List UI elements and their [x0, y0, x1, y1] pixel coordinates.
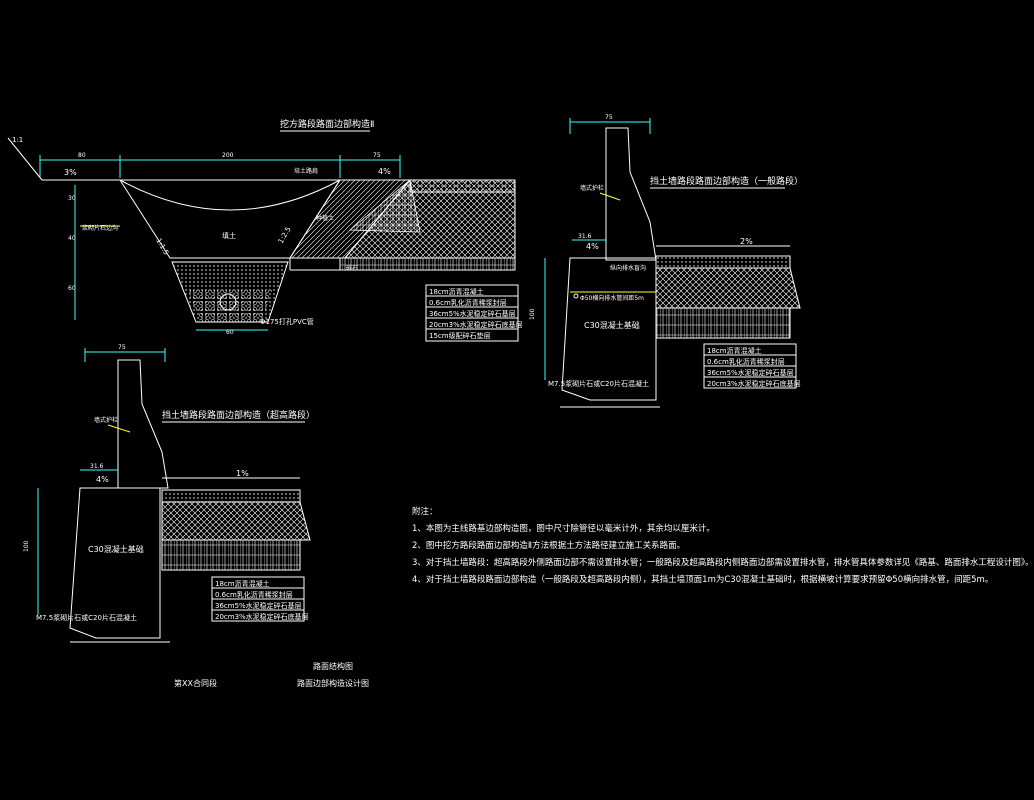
notes-item-3: 3、对于挡土墙路段：超高路段外侧路面边部不需设置排水管；一般路段及超高路段内侧路… — [412, 558, 1034, 568]
section3-layer-3: 36cm5%水泥稳定碎石基层 — [215, 601, 302, 610]
section3-layer-2: 0.6cm乳化沥青稀浆封层 — [215, 590, 293, 599]
section2-slope-4pct: 4% — [586, 242, 599, 251]
section1-layer-2: 0.6cm乳化沥青稀浆封层 — [429, 298, 507, 307]
section2-title: 挡土墙路段路面边部构造（一般路段） — [650, 175, 803, 187]
section1-slope-3pct: 3% — [64, 168, 77, 177]
section2-dim-100: 100 — [529, 308, 536, 320]
notes-item-2: 2、图中挖方路段路面边部构造Ⅱ方法根据土方法路径建立施工关系路面。 — [412, 541, 686, 551]
footer-title1: 路面结构图 — [313, 661, 353, 671]
section3-layer-table: 18cm沥青混凝土 0.6cm乳化沥青稀浆封层 36cm5%水泥稳定碎石基层 2… — [211, 576, 309, 622]
section1-cut-road: 挖方路段路面边部构造Ⅱ 80 200 75 1:1 3% 60 Φ175打孔PV… — [7, 118, 523, 342]
section1-sub-label: 碎石 — [346, 264, 358, 272]
section2-layer-1: 18cm沥青混凝土 — [707, 346, 762, 355]
section1-ratio-1: 1:1.5 — [154, 237, 170, 257]
section2-masonry-label: M7.5浆砌片石或C20片石混凝土 — [548, 379, 649, 388]
section1-shoulder-label: 培土路肩 — [294, 167, 318, 175]
section1-dim-80: 80 — [78, 152, 86, 159]
section2-base-label: C30混凝土基础 — [584, 320, 640, 330]
section2-dim-31: 31.6 — [578, 233, 592, 240]
section2-layer-table: 18cm沥青混凝土 0.6cm乳化沥青稀浆封层 36cm5%水泥稳定碎石基层 2… — [703, 343, 801, 389]
section1-side-60: 60 — [68, 285, 76, 292]
section1-title: 挖方路段路面边部构造Ⅱ — [280, 118, 374, 130]
notes-heading: 附注： — [412, 507, 438, 517]
notes-item-1: 1、本图为主线路基边部构造图，图中尺寸除管径以毫米计外，其余均以厘米计。 — [412, 524, 715, 534]
section1-layer-table: 18cm沥青混凝土 0.6cm乳化沥青稀浆封层 36cm5%水泥稳定碎石基层 2… — [425, 284, 523, 342]
section3-slope-4pct: 4% — [96, 475, 109, 484]
footer-contract: 第XX合同段 — [174, 678, 217, 688]
section3-slope-1pct: 1% — [236, 469, 249, 478]
drawing-canvas: 挖方路段路面边部构造Ⅱ 80 200 75 1:1 3% 60 Φ175打孔PV… — [7, 114, 1034, 688]
section2-pipe-label: Φ50横向排水管间距5m — [580, 294, 644, 302]
section2-slope-2pct: 2% — [740, 237, 753, 246]
section2-layer-2: 0.6cm乳化沥青稀浆封层 — [707, 357, 785, 366]
footer-title2: 路面边部构造设计图 — [297, 678, 369, 688]
section3-title: 挡土墙路段路面边部构造（超高路段） — [162, 409, 315, 421]
section1-layer-4: 20cm3%水泥稳定碎石底基层 — [429, 320, 523, 329]
notes-block: 附注： 1、本图为主线路基边部构造图，图中尺寸除管径以毫米计外，其余均以厘米计。… — [412, 504, 1034, 589]
section1-layer-3: 36cm5%水泥稳定碎石基层 — [429, 309, 516, 318]
section2-drain-label: 纵向排水盲沟 — [610, 264, 646, 272]
notes-item-4: 4、对于挡土墙路段路面边部构造（一般路段及超高路段内侧），其挡土墙顶面1m为C3… — [412, 575, 994, 585]
section1-side-40: 40 — [68, 235, 76, 242]
section3-barrier-label: 墙式护栏 — [94, 416, 118, 424]
section1-dim-60: 60 — [226, 329, 234, 336]
section1-ratio-2: 1:2.5 — [277, 225, 293, 245]
footer: 第XX合同段 路面结构图 路面边部构造设计图 — [174, 661, 369, 688]
section3-layer-1: 18cm沥青混凝土 — [215, 579, 270, 588]
section1-layer-5: 15cm级配碎石垫层 — [429, 331, 491, 340]
cad-drawing: 挖方路段路面边部构造Ⅱ 80 200 75 1:1 3% 60 Φ175打孔PV… — [7, 114, 803, 688]
section3-masonry-label: M7.5浆砌片石或C20片石混凝土 — [36, 613, 137, 622]
section1-ratio-1-1: 1:1 — [12, 136, 23, 144]
section1-fill-label: 填土 — [222, 231, 236, 240]
section3-base-label: C30混凝土基础 — [88, 544, 144, 554]
section2-wall-general: 75 挡土墙路段路面边部构造（一般路段） 墙式护栏 31.6 4% 100 C3… — [529, 114, 803, 408]
section2-layer-4: 20cm3%水泥稳定碎石底基层 — [707, 379, 801, 388]
section1-dim-200: 200 — [222, 152, 234, 159]
section1-slope-4pct: 4% — [378, 167, 391, 176]
section2-dim-75: 75 — [605, 114, 613, 121]
section1-soil-label: 种植土 — [316, 214, 334, 222]
section3-dim-100: 100 — [23, 540, 30, 552]
section2-barrier-label: 墙式护栏 — [580, 184, 604, 192]
section3-dim-31: 31.6 — [90, 463, 104, 470]
section3-layer-4: 20cm3%水泥稳定碎石底基层 — [215, 612, 309, 621]
section2-layer-3: 36cm5%水泥稳定碎石基层 — [707, 368, 794, 377]
section1-pipe-label: Φ175打孔PVC管 — [260, 317, 314, 326]
section1-ditch-label: 浆砌片石边沟 — [82, 224, 118, 232]
section1-layer-1: 18cm沥青混凝土 — [429, 287, 484, 296]
section3-dim-75: 75 — [118, 344, 126, 351]
section3-wall-super: 75 挡土墙路段路面边部构造（超高路段） 墙式护栏 31.6 4% 100 C3… — [23, 344, 315, 643]
section1-dim-75: 75 — [373, 152, 381, 159]
section1-side-30: 30 — [68, 195, 76, 202]
